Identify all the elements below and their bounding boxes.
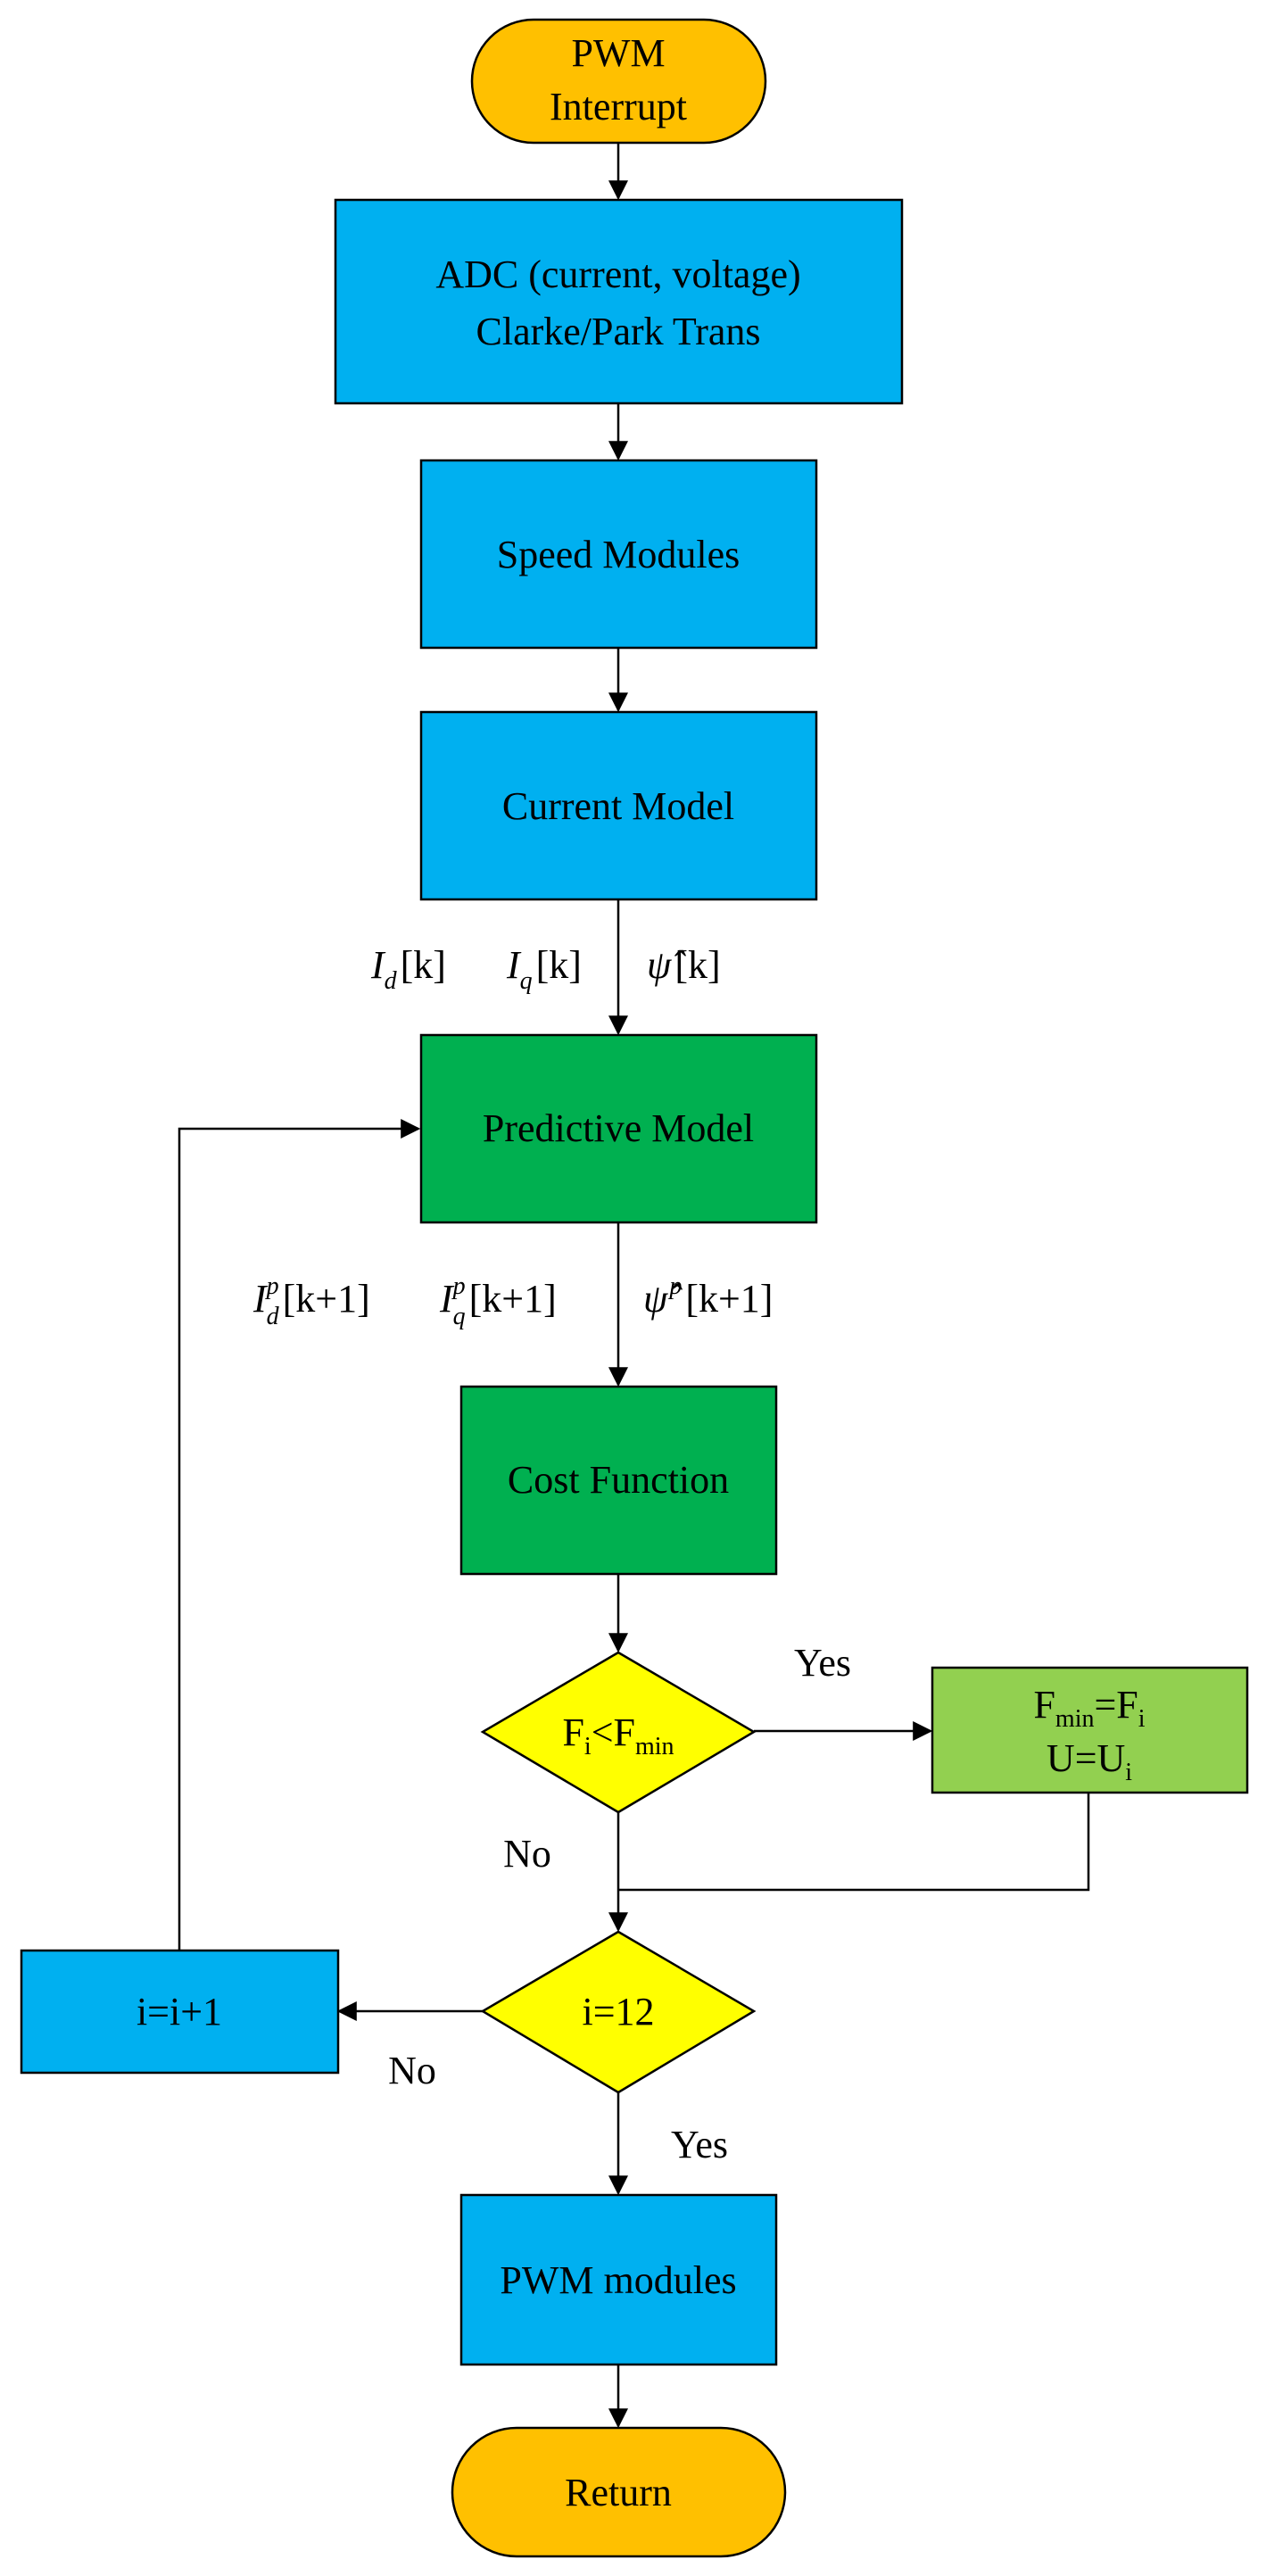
cost-function-label: Cost Function <box>508 1458 729 1502</box>
decision-shape <box>480 1930 757 2094</box>
pwm-interrupt-line1: PWM <box>571 31 665 75</box>
edge-label-no-i12: No <box>388 2049 436 2092</box>
node-pwm-modules: PWM modules <box>459 2193 778 2366</box>
node-pwm-interrupt: PWM Interrupt <box>470 18 767 145</box>
adc-line1: ADC (current, voltage) <box>435 253 800 296</box>
node-speed-modules: Speed Modules <box>419 459 818 650</box>
process-shape <box>459 1385 778 1576</box>
process-shape <box>419 459 818 650</box>
update-line1: Fmin=Fi <box>1033 1683 1145 1733</box>
node-update: Fmin=Fi U=Ui <box>931 1666 1249 1794</box>
signals-k: Id[k] Iq[k] ψ̂[k] <box>370 943 721 995</box>
pwm-interrupt-line2: Interrupt <box>550 85 687 128</box>
edge-update-return <box>618 1793 1090 1892</box>
pwm-modules-label: PWM modules <box>500 2258 736 2302</box>
edge-label-no-fmin: No <box>503 1832 551 1876</box>
process-shape <box>419 710 818 901</box>
signal-psi-k1: ψ̂p[k+1] <box>643 1272 773 1321</box>
node-cost-function: Cost Function <box>459 1385 778 1576</box>
edge-label-yes-i12: Yes <box>671 2123 728 2166</box>
predictive-model-label: Predictive Model <box>483 1106 754 1150</box>
process-shape <box>334 198 904 405</box>
node-current-model: Current Model <box>419 710 818 901</box>
signal-id-k: Id[k] <box>370 943 446 995</box>
node-decision-i12: i=12 <box>480 1930 757 2094</box>
process-shape <box>419 1033 818 1224</box>
decision-shape <box>480 1651 757 1814</box>
signal-psi-k: ψ̂[k] <box>647 943 721 987</box>
terminator-shape <box>451 2426 787 2558</box>
node-decision-fmin: Fi<Fmin <box>480 1651 757 1814</box>
process-shape <box>931 1666 1249 1794</box>
terminator-shape <box>470 18 767 145</box>
edge-increment-loop-back <box>178 1119 421 1951</box>
node-predictive-model: Predictive Model <box>419 1033 818 1224</box>
increment-label: i=i+1 <box>137 1990 222 2033</box>
update-line2: U=Ui <box>1047 1736 1132 1786</box>
decision-fmin-label: Fi<Fmin <box>562 1710 674 1760</box>
process-shape <box>459 2193 778 2366</box>
node-increment: i=i+1 <box>20 1949 340 2075</box>
current-model-label: Current Model <box>502 784 734 828</box>
decision-i12-label: i=12 <box>582 1990 654 2033</box>
return-label: Return <box>565 2471 672 2514</box>
signal-iq-k: Iq[k] <box>506 943 582 995</box>
node-return: Return <box>451 2426 787 2558</box>
adc-line2: Clarke/Park Trans <box>476 310 761 353</box>
node-adc: ADC (current, voltage) Clarke/Park Trans <box>334 198 904 405</box>
speed-modules-label: Speed Modules <box>497 533 741 576</box>
edge-label-yes-fmin: Yes <box>794 1641 851 1685</box>
connectors <box>178 143 1090 2429</box>
process-shape <box>20 1949 340 2075</box>
